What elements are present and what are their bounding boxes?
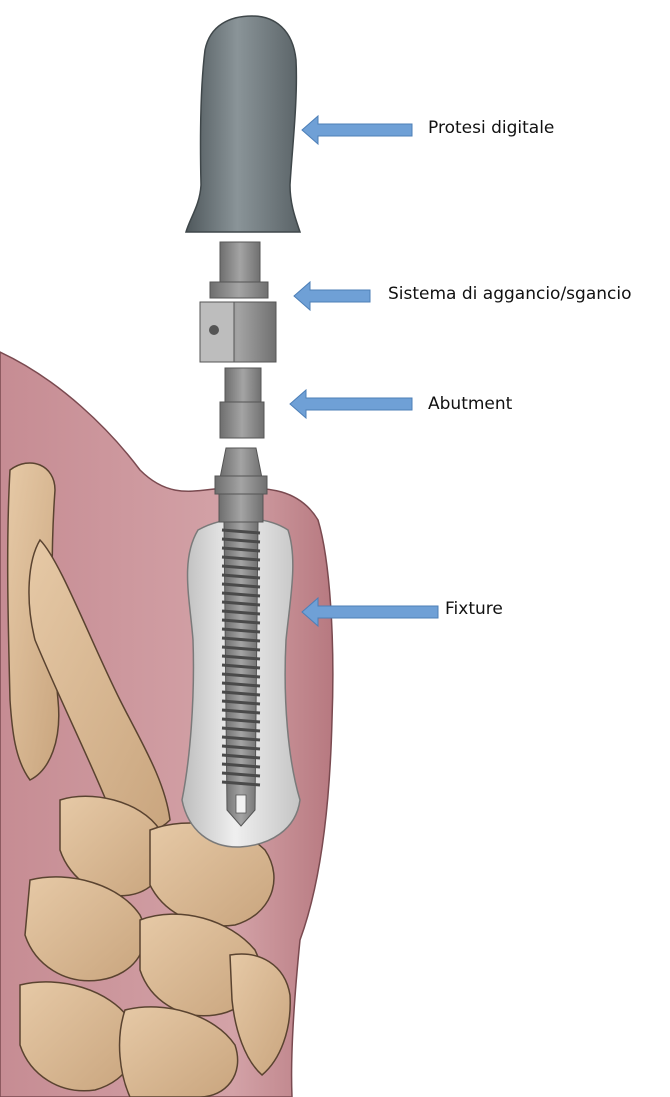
arrow-abutment (290, 390, 412, 418)
digital-prosthesis (186, 16, 300, 232)
label-fixture: Fixture (445, 599, 503, 619)
label-sistema-aggancio: Sistema di aggancio/sgancio (388, 284, 632, 304)
label-protesi-digitale: Protesi digitale (428, 118, 554, 138)
abutment (220, 368, 264, 438)
arrow-protesi (302, 116, 412, 144)
release-hole (209, 325, 219, 335)
coupling-system (200, 242, 276, 362)
abutment-lower (215, 448, 267, 494)
arrow-sistema (294, 282, 370, 310)
label-abutment: Abutment (428, 394, 512, 414)
